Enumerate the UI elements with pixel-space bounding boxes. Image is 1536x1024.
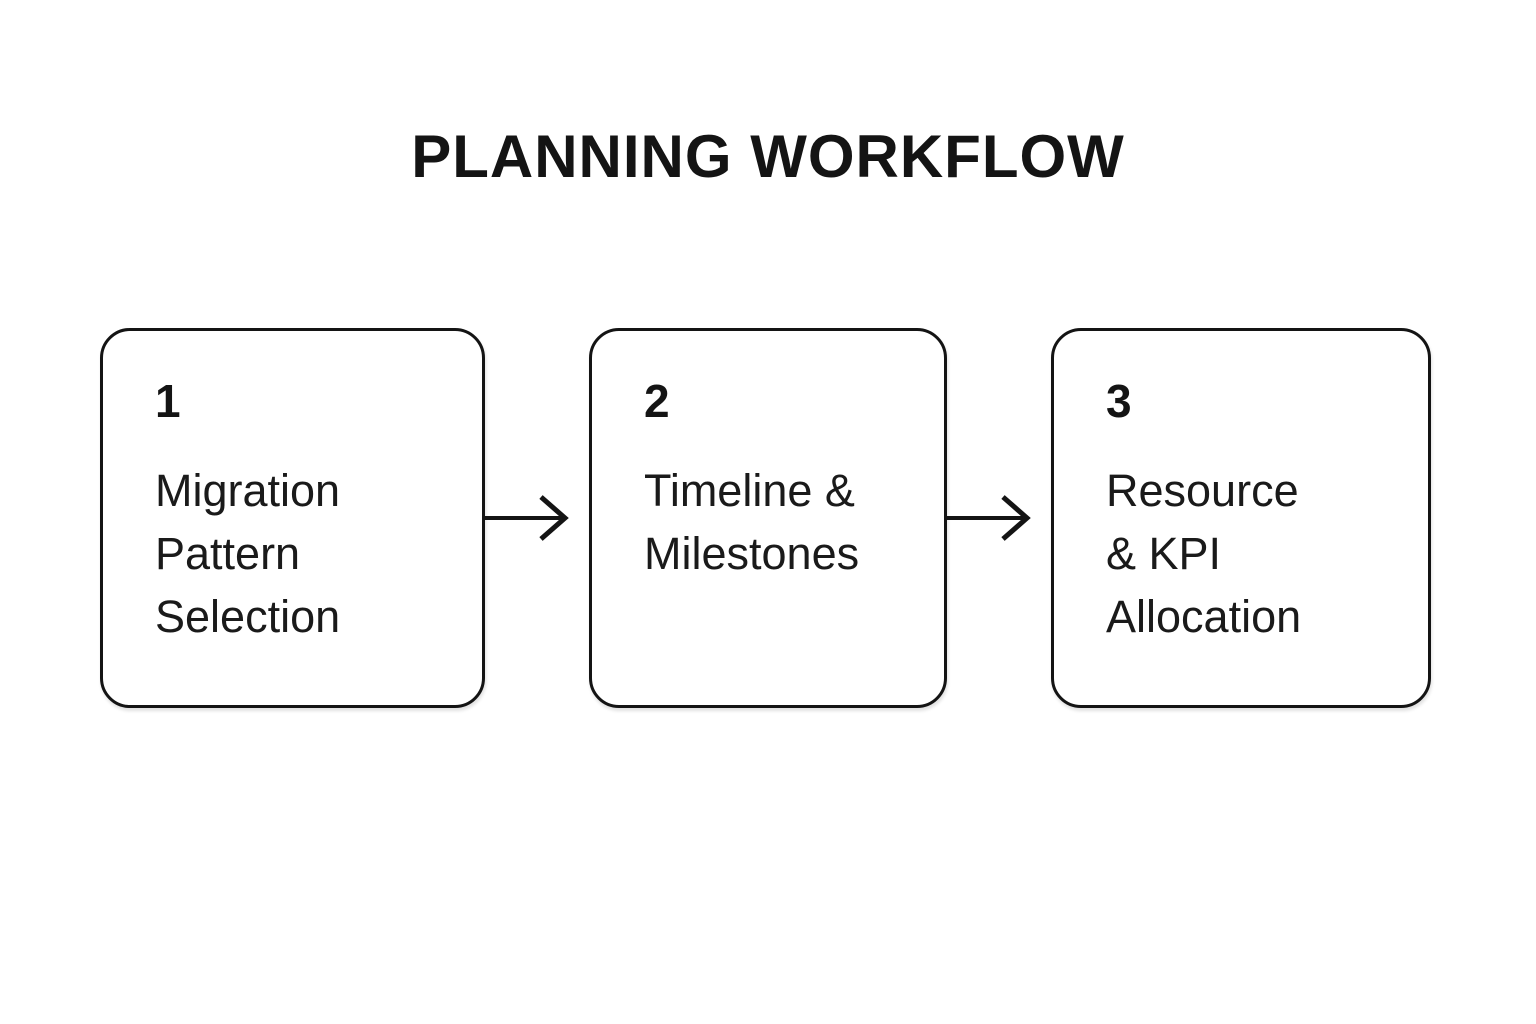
step-label: Timeline & Milestones [644,465,860,579]
step-number: 2 [644,375,670,427]
step-number: 3 [1106,375,1132,427]
step-label: Resource & KPI Allocation [1106,465,1302,642]
step-box-1: 1 Migration Pattern Selection [100,328,485,708]
workflow-steps: 1 Migration Pattern Selection 2 Timeline… [100,328,1431,708]
arrow-right-icon [485,494,589,542]
step-box-3: 3 Resource & KPI Allocation [1051,328,1431,708]
arrow-right-icon [947,494,1051,542]
diagram-title: PLANNING WORKFLOW [411,123,1125,190]
step-box-2: 2 Timeline & Milestones [589,328,947,708]
step-label: Migration Pattern Selection [155,465,341,642]
step-number: 1 [155,375,181,427]
